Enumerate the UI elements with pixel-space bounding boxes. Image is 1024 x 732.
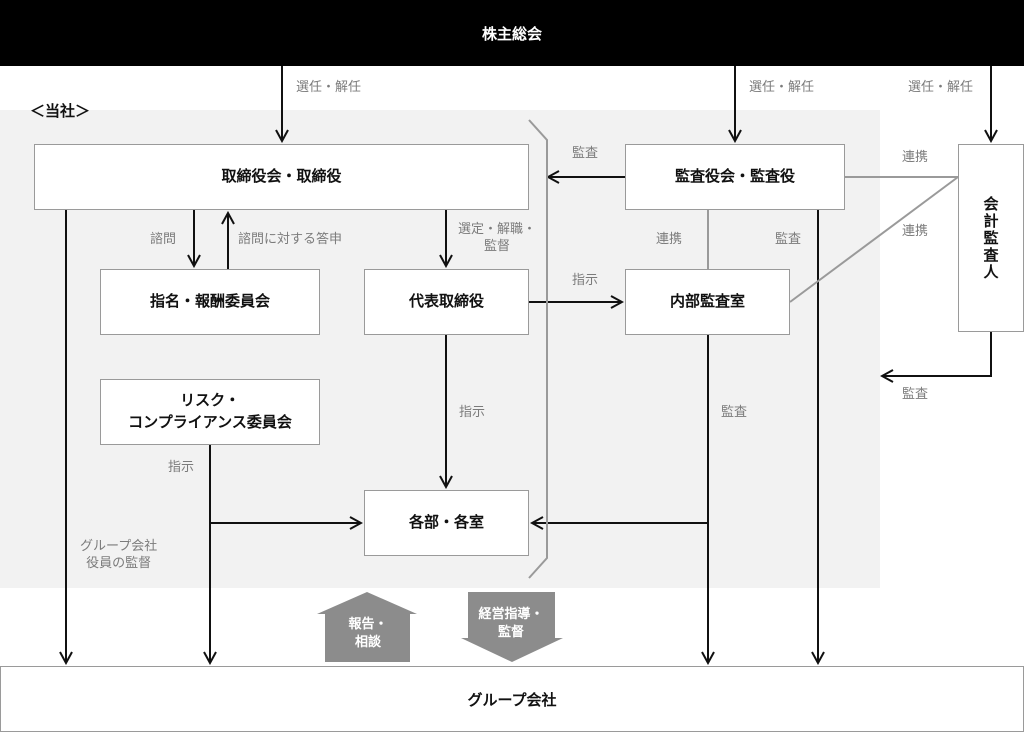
nomination-committee-box: 指名・報酬委員会	[100, 269, 320, 335]
instruct-departments-label: 指示	[459, 405, 486, 420]
accounting-auditor-box: 会計監査人	[958, 144, 1024, 332]
auditor-audit-arrow	[882, 332, 992, 376]
risk-compliance-committee-box: リスク・ コンプライアンス委員会	[100, 379, 320, 445]
audit-board-label: 監査	[572, 146, 599, 161]
auditor-audit-label: 監査	[902, 387, 929, 402]
departments-box: 各部・各室	[364, 490, 529, 556]
elect-dismiss-label-2: 選任・解任	[749, 80, 815, 95]
audit-board-box: 監査役会・監査役	[625, 144, 845, 210]
internal-audit-office-box: 内部監査室	[625, 269, 790, 335]
group-company-box: グループ会社	[0, 666, 1024, 732]
cooperate-label-2: 連携	[902, 224, 929, 239]
board-box: 取締役会・取締役	[34, 144, 529, 210]
report-consult-label: 報告・ 相談	[348, 617, 388, 650]
elect-dismiss-label-3: 選任・解任	[908, 80, 974, 95]
representative-director-box: 代表取締役	[364, 269, 529, 335]
consult-answer-label: 諮問に対する答申	[238, 232, 343, 247]
cooperate-internal-label: 連携	[656, 232, 683, 247]
instruct-risk-label: 指示	[168, 460, 195, 475]
report-consult-fat-arrow	[317, 592, 417, 662]
instruct-internal-label: 指示	[572, 273, 599, 288]
bracket-line	[528, 119, 548, 579]
management-guidance-fat-arrow	[461, 592, 563, 662]
shareholders-meeting-box: 株主総会	[0, 0, 1024, 66]
group-officer-supervision-label: グループ会社 役員の監督	[80, 539, 158, 571]
company-label: ＜当社＞	[30, 102, 91, 120]
cooperate-line-2	[789, 176, 959, 303]
elect-dismiss-label-1: 選任・解任	[296, 80, 362, 95]
audit-departments-label: 監査	[721, 405, 748, 420]
management-guidance-label: 経営指導・ 監督	[478, 607, 544, 640]
select-supervise-label: 選定・解職・ 監督	[458, 222, 537, 254]
cooperate-label-1: 連携	[902, 150, 929, 165]
audit-group-label: 監査	[775, 232, 802, 247]
consult-label: 諮問	[150, 232, 177, 247]
